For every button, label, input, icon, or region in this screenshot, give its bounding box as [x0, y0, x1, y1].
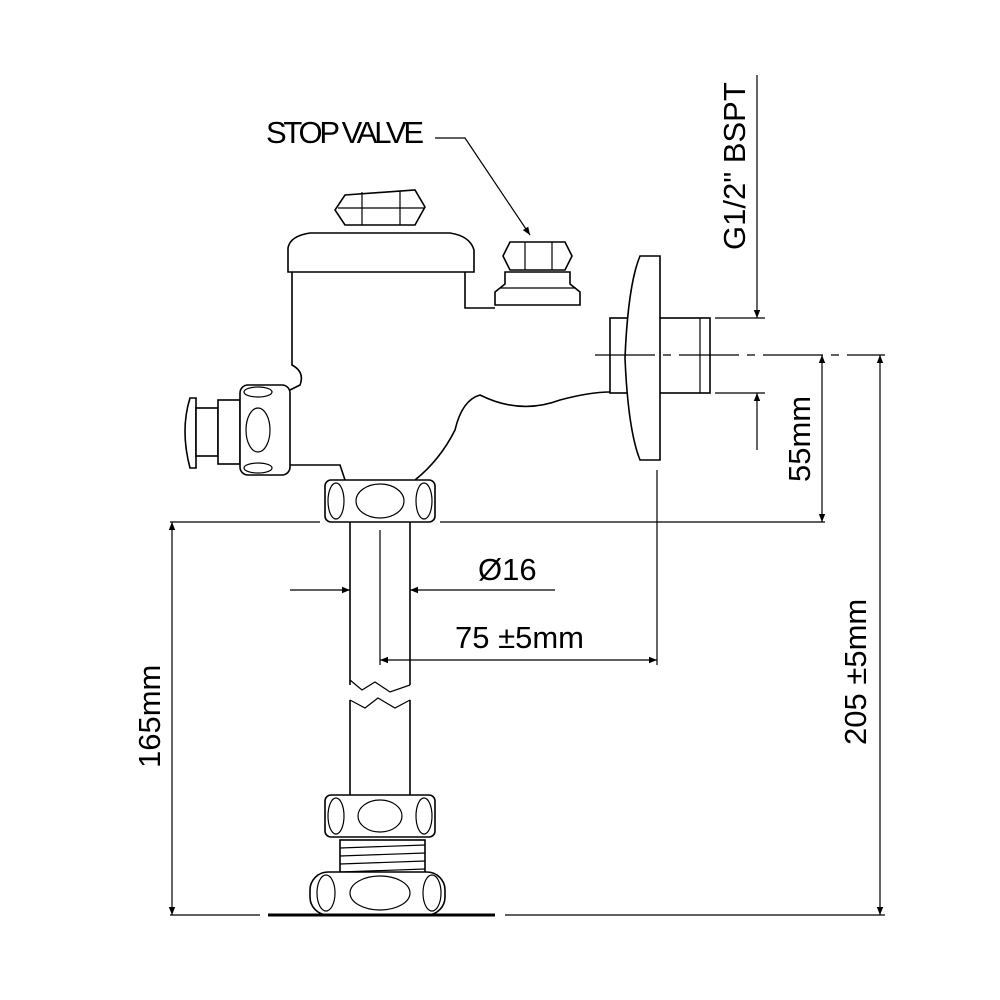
inlet-thread-label: G1/2" BSPT	[717, 82, 752, 250]
flush-handle	[184, 384, 291, 476]
offset-75-label: 75 ±5mm	[455, 620, 584, 655]
valve-body	[287, 189, 611, 481]
stop-valve	[494, 241, 581, 306]
wall-flange	[609, 255, 711, 461]
bottom-fittings	[268, 794, 495, 917]
height-165-label: 165mm	[132, 665, 167, 768]
dimension-lines	[168, 75, 885, 916]
stop-valve-label: STOP VALVE	[266, 115, 424, 150]
height-205-label: 205 ±5mm	[838, 599, 873, 745]
flush-pipe	[349, 522, 411, 795]
union-nut-upper	[324, 479, 436, 523]
pipe-diameter-label: Ø16	[478, 552, 537, 587]
height-55-label: 55mm	[782, 396, 817, 482]
